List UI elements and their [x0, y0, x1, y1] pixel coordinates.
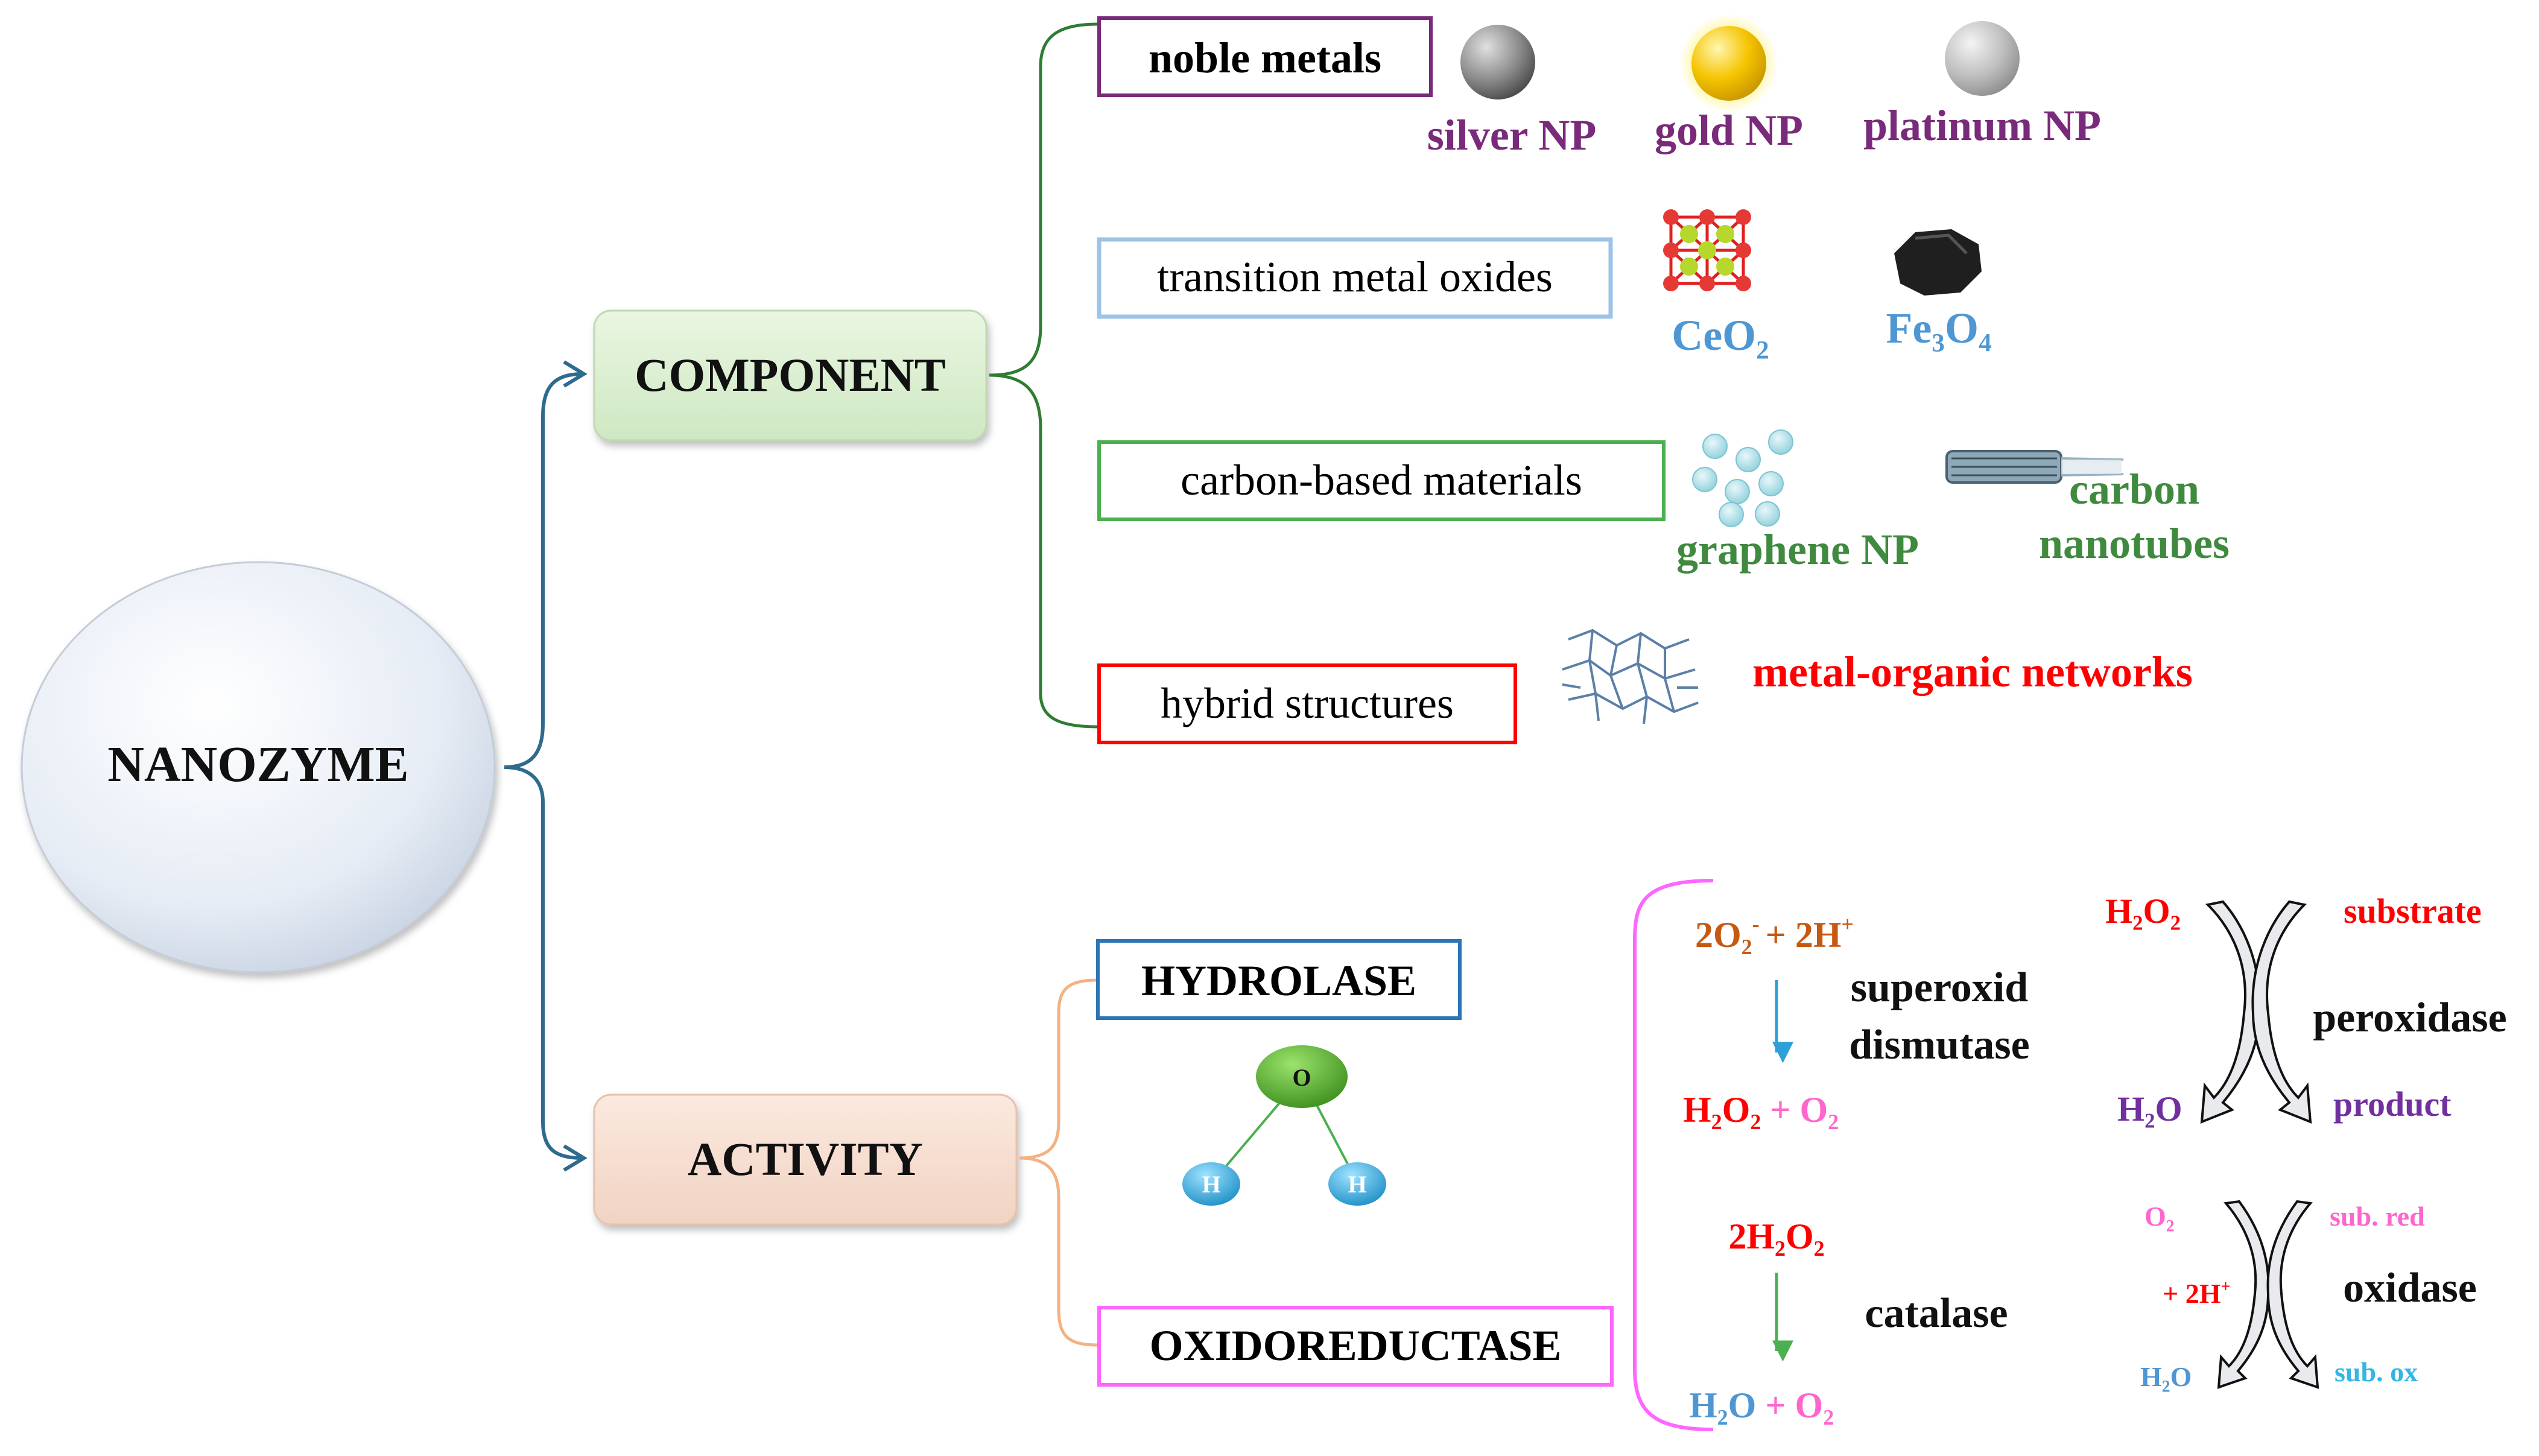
- catalase-reactant: 2H₂O₂: [1728, 1217, 1824, 1256]
- catalase-name: catalase: [1865, 1290, 2008, 1337]
- sod-name-line2: dismutase: [1849, 1022, 2029, 1068]
- activity-brace: [1019, 978, 1098, 1347]
- component-node: COMPONENT: [593, 309, 987, 442]
- oxidase-name: oxidase: [2343, 1265, 2477, 1311]
- carbon-nanotube-icon: [1945, 450, 2124, 484]
- category-label: hybrid structures: [1161, 679, 1454, 727]
- hydrogen-atom-label: H: [1202, 1171, 1220, 1198]
- peroxidase-cross-arrow-icon: [2200, 900, 2261, 1124]
- peroxidase-out-left: H₂O: [2117, 1089, 2182, 1128]
- oxidase-mid-left: + 2H: [2163, 1278, 2221, 1309]
- oxidase-in-right: sub. red: [2330, 1201, 2425, 1232]
- sod-reaction: 2O₂-+ 2H+ superoxid dismutase H₂O₂ + O₂: [1683, 912, 2030, 1130]
- sod-plus: + 2H: [1766, 915, 1842, 955]
- item-ceo2: CeO₂: [1672, 311, 1769, 359]
- item-fe3o4: Fe₃O₄: [1886, 304, 1991, 352]
- activity-label: ACTIVITY: [688, 1133, 923, 1185]
- root-brace: [504, 372, 583, 1160]
- peroxidase-reaction: H₂O₂ substrate peroxidase H₂O product: [2105, 891, 2507, 1128]
- root-node: NANOZYME: [21, 561, 496, 973]
- platinum-np-icon: [1945, 21, 2020, 96]
- svg-text:H₂O₂ + O₂: H₂O₂ + O₂: [1683, 1090, 1839, 1130]
- sod-reactant-charge: -: [1752, 912, 1760, 936]
- category-label: carbon-based materials: [1181, 456, 1582, 504]
- category-label: noble metals: [1149, 34, 1381, 82]
- arrow-to-activity-icon: [563, 1144, 588, 1172]
- sod-plus-charge: +: [1842, 912, 1854, 936]
- oxidase-out-right: sub. ox: [2335, 1356, 2418, 1387]
- category-hybrid-structures: hybrid structures: [1097, 663, 1517, 744]
- oxidase-mid-left-charge: +: [2221, 1277, 2231, 1296]
- item-platinum-np: platinum NP: [1863, 101, 2101, 150]
- oxidase-out-left: H₂O: [2140, 1361, 2192, 1392]
- catalase-product-plus: +: [1765, 1385, 1786, 1425]
- hydrolase-node: HYDROLASE: [1096, 939, 1462, 1020]
- sod-product-plus: +: [1770, 1090, 1790, 1130]
- root-label: NANOZYME: [107, 736, 408, 793]
- metal-organic-network-icon: [1562, 628, 1699, 724]
- sod-name-line1: superoxid: [1851, 964, 2028, 1011]
- svg-text:+ 2H+: + 2H+: [2163, 1277, 2230, 1309]
- item-nanotubes: nanotubes: [2039, 519, 2230, 568]
- gold-np-icon: [1679, 14, 1778, 113]
- hydrolase-label: HYDROLASE: [1141, 957, 1416, 1005]
- oxidoreductase-node: OXIDOREDUCTASE: [1097, 1306, 1614, 1387]
- oxidoreductase-label: OXIDOREDUCTASE: [1150, 1321, 1562, 1370]
- component-label: COMPONENT: [635, 349, 946, 401]
- category-noble-metals: noble metals: [1097, 16, 1433, 97]
- peroxidase-in-right: substrate: [2344, 891, 2482, 931]
- oxidoreductase-brace: [1633, 879, 1714, 1431]
- sod-reactant: 2O₂: [1695, 915, 1752, 955]
- category-label: transition metal oxides: [1157, 253, 1553, 301]
- arrow-to-component-icon: [563, 360, 588, 388]
- ceo2-crystal-icon: [1663, 209, 1751, 291]
- peroxidase-in-left: H₂O₂: [2105, 891, 2181, 931]
- category-carbon-based-materials: carbon-based materials: [1097, 440, 1666, 521]
- item-gold-np: gold NP: [1655, 106, 1803, 154]
- svg-text:2O₂-+ 2H+: 2O₂-+ 2H+: [1695, 912, 1854, 955]
- item-metal-organic-networks: metal-organic networks: [1752, 648, 2193, 696]
- catalase-product-a: H₂O: [1689, 1385, 1756, 1425]
- item-silver-np: silver NP: [1427, 111, 1597, 159]
- oxidase-reaction: O₂ sub. red + 2H+ oxidase H₂O sub. ox: [2140, 1200, 2477, 1392]
- fe3o4-particle-icon: [1894, 229, 1982, 296]
- oxygen-atom-label: O: [1292, 1064, 1311, 1091]
- category-transition-metal-oxides: transition metal oxides: [1097, 237, 1613, 319]
- item-graphene-np: graphene NP: [1676, 525, 1919, 574]
- graphene-np-icon: [1692, 429, 1793, 527]
- oxidase-cross-arrow-icon: [2217, 1200, 2270, 1389]
- peroxidase-out-right: product: [2333, 1084, 2452, 1124]
- silver-np-icon: [1460, 25, 1535, 100]
- svg-text:H₂O + O₂: H₂O + O₂: [1689, 1385, 1834, 1425]
- peroxidase-name: peroxidase: [2313, 995, 2507, 1041]
- sod-product-b: O₂: [1800, 1090, 1839, 1130]
- hydrogen-atom-label: H: [1348, 1171, 1366, 1198]
- catalase-product-b: O₂: [1795, 1385, 1834, 1425]
- catalase-reaction: 2H₂O₂ catalase H₂O + O₂: [1689, 1217, 2008, 1425]
- oxidase-in-left: O₂: [2144, 1201, 2175, 1232]
- water-molecule-icon: O H H: [1182, 1045, 1386, 1206]
- activity-node: ACTIVITY: [593, 1094, 1018, 1226]
- item-carbon: carbon: [2069, 465, 2199, 513]
- sod-product-a: H₂O₂: [1683, 1090, 1761, 1130]
- component-brace: [989, 22, 1098, 729]
